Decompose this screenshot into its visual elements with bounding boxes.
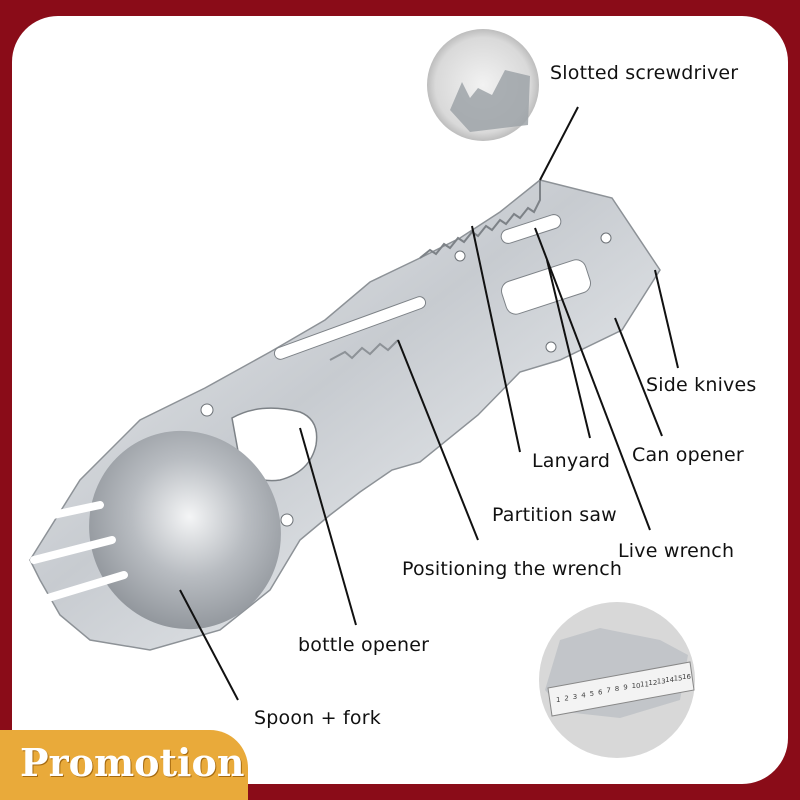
label-can-opener: Can opener bbox=[632, 444, 744, 466]
ruler-mark: 7 bbox=[606, 687, 610, 695]
label-slotted-screwdriver: Slotted screwdriver bbox=[550, 62, 739, 84]
ruler-mark: 9 bbox=[623, 684, 627, 692]
ruler-mark: 13 bbox=[657, 677, 666, 685]
label-positioning-wrench: Positioning the wrench bbox=[402, 558, 623, 580]
ruler-mark: 2 bbox=[564, 694, 568, 702]
ruler-mark: 8 bbox=[615, 685, 619, 693]
label-live-wrench: Live wrench bbox=[618, 540, 735, 562]
label-lanyard: Lanyard bbox=[532, 450, 611, 472]
ruler-mark: 4 bbox=[581, 691, 586, 699]
leader-lines bbox=[179, 106, 679, 701]
ruler-mark: 6 bbox=[598, 688, 603, 696]
ruler-mark: 5 bbox=[590, 690, 594, 698]
ruler-mark: 15 bbox=[674, 674, 683, 682]
promotion-badge-text: Promotion bbox=[20, 740, 245, 785]
ruler-mark: 16 bbox=[682, 673, 691, 681]
ruler-detail-circle bbox=[539, 602, 695, 758]
ruler-mark: 11 bbox=[640, 681, 649, 689]
multitool-body bbox=[26, 179, 661, 651]
ruler-mark: 14 bbox=[665, 676, 674, 684]
label-spoon-fork: Spoon + fork bbox=[254, 707, 381, 729]
label-partition-saw: Partition saw bbox=[492, 504, 617, 526]
promotion-badge[interactable]: Promotion bbox=[0, 730, 248, 800]
screwdriver-detail-circle bbox=[427, 29, 539, 141]
ruler-mark: 12 bbox=[648, 679, 657, 687]
ruler-mark: 10 bbox=[632, 682, 641, 690]
ruler-mark: 3 bbox=[573, 693, 577, 701]
label-bottle-opener: bottle opener bbox=[298, 634, 430, 656]
ruler-mark: 1 bbox=[556, 696, 560, 704]
label-side-knives: Side knives bbox=[646, 374, 757, 396]
